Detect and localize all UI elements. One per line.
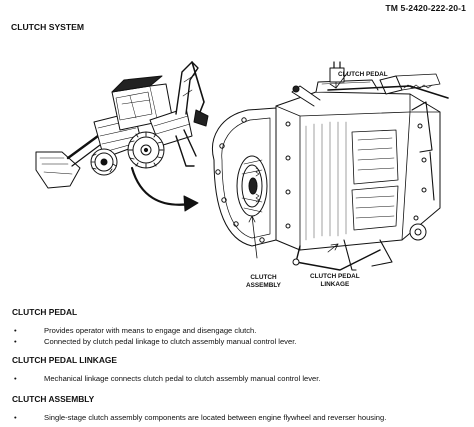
clutch-pedal-callout: CLUTCH PEDAL: [338, 71, 388, 78]
clutch-assembly-leader-line: [251, 215, 258, 259]
illustration-drawing: [35, 61, 449, 271]
clutch-pedal-linkage-callout: CLUTCH PEDAL LINKAGE: [310, 273, 360, 288]
list-item: • Provides operator with means to engage …: [12, 325, 467, 336]
clutch-system-illustration: CLUTCH PEDAL CLUTCH ASSEMBLY CLUTCH PEDA…: [0, 40, 474, 302]
bullet-text: Provides operator with means to engage a…: [44, 326, 257, 335]
transmission-housing-drawing: [212, 61, 449, 271]
list-item: • Connected by clutch pedal linkage to cl…: [12, 336, 467, 347]
section-clutch-pedal-linkage: CLUTCH PEDAL LINKAGE • Mechanical linkage…: [12, 355, 467, 384]
list-item: • Mechanical linkage connects clutch peda…: [12, 373, 467, 384]
bullet-icon: •: [14, 374, 17, 383]
section-heading: CLUTCH PEDAL LINKAGE: [12, 355, 117, 365]
list-item: • Single-stage clutch assembly components…: [12, 412, 467, 423]
section-clutch-assembly: CLUTCH ASSEMBLY • Single-stage clutch ass…: [12, 394, 467, 423]
document-id: TM 5-2420-222-20-1: [385, 3, 466, 13]
bullet-text: Mechanical linkage connects clutch pedal…: [44, 374, 321, 383]
section-heading: CLUTCH ASSEMBLY: [12, 394, 95, 404]
bullet-icon: •: [14, 337, 17, 346]
bullet-text: Connected by clutch pedal linkage to clu…: [44, 337, 297, 346]
bullet-text: Single-stage clutch assembly components …: [44, 413, 387, 422]
page-title: CLUTCH SYSTEM: [11, 22, 85, 32]
backhoe-loader-drawing: [35, 61, 209, 189]
clutch-pedal-leader-line: [335, 71, 349, 89]
section-clutch-pedal: CLUTCH PEDAL • Provides operator with mea…: [12, 307, 467, 347]
section-heading: CLUTCH PEDAL: [12, 307, 78, 317]
clutch-pedal-linkage-leader-line: [327, 243, 339, 253]
clutch-assembly-callout: CLUTCH ASSEMBLY: [246, 274, 281, 289]
bullet-icon: •: [14, 326, 17, 335]
bullet-icon: •: [14, 413, 17, 422]
